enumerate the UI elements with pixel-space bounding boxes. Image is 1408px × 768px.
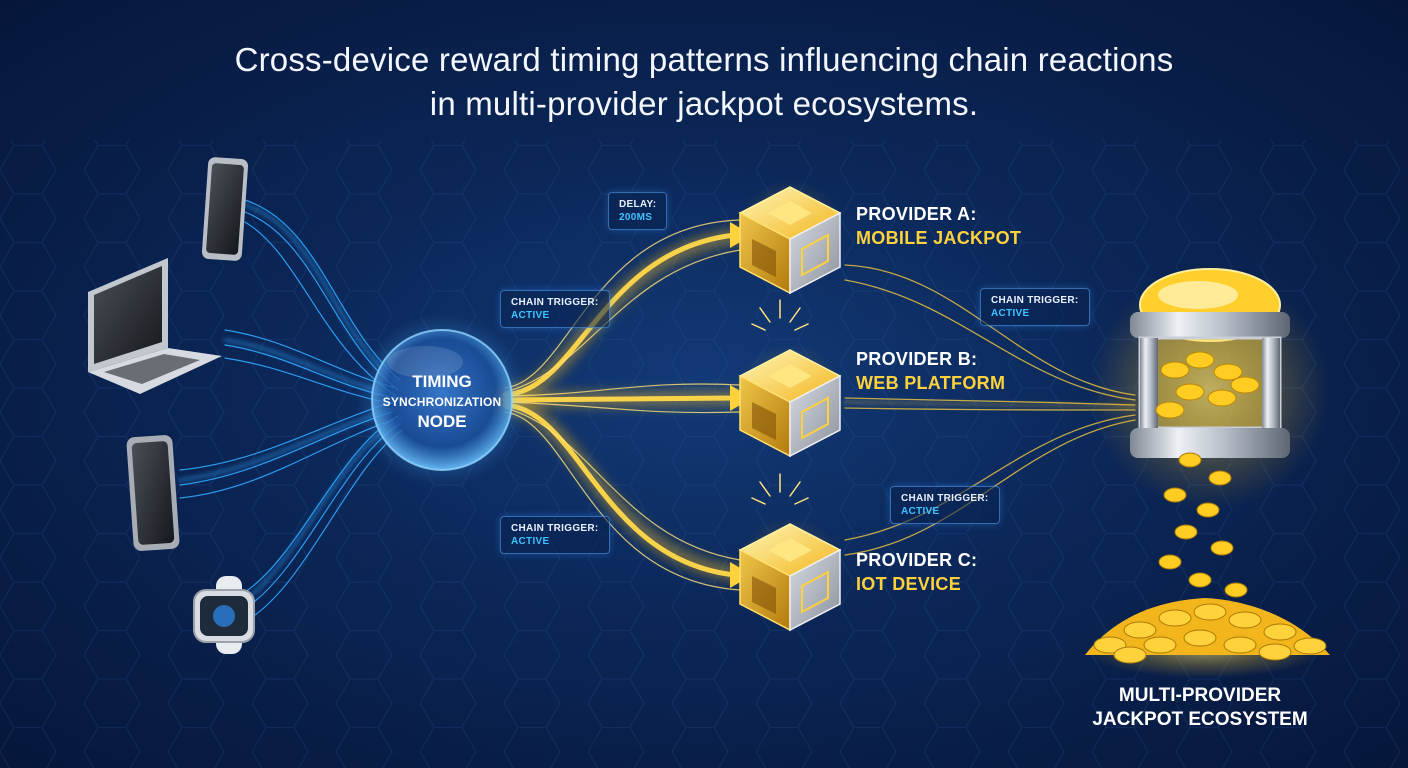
provider-b-label: PROVIDER B: WEB PLATFORM bbox=[856, 347, 1005, 395]
chain-trigger-badge-right-top: CHAIN TRIGGER: ACTIVE bbox=[980, 288, 1090, 326]
chain-trigger-label: CHAIN TRIGGER: bbox=[511, 523, 599, 534]
falling-coins bbox=[1158, 452, 1248, 598]
smartwatch-icon bbox=[193, 576, 255, 654]
sync-node-line-1: TIMING bbox=[412, 372, 472, 391]
smartphone-icon bbox=[126, 435, 180, 551]
smartphone-icon bbox=[201, 157, 249, 261]
laptop-icon bbox=[88, 258, 222, 394]
provider-b-name: PROVIDER B: bbox=[856, 349, 978, 369]
ecosystem-line-1: MULTI-PROVIDER bbox=[1118, 685, 1282, 706]
delay-badge-value: 200MS bbox=[619, 212, 653, 223]
sparkle-burst bbox=[751, 299, 809, 505]
chain-trigger-value: ACTIVE bbox=[511, 536, 550, 547]
title-line-2: in multi-provider jackpot ecosystems. bbox=[429, 85, 979, 122]
ecosystem-line-2: JACKPOT ECOSYSTEM bbox=[1092, 709, 1308, 730]
timing-sync-node bbox=[364, 322, 520, 478]
sync-node-line-3: NODE bbox=[417, 412, 467, 431]
chain-trigger-value: ACTIVE bbox=[991, 308, 1030, 319]
chain-trigger-label: CHAIN TRIGGER: bbox=[991, 295, 1079, 306]
coin-pile bbox=[1085, 598, 1330, 678]
chain-trigger-value: ACTIVE bbox=[901, 506, 940, 517]
provider-c-label: PROVIDER C: IOT DEVICE bbox=[856, 548, 977, 596]
chain-trigger-label: CHAIN TRIGGER: bbox=[901, 493, 989, 504]
chain-trigger-badge-lower: CHAIN TRIGGER: ACTIVE bbox=[500, 516, 610, 554]
provider-a-label: PROVIDER A: MOBILE JACKPOT bbox=[856, 202, 1021, 250]
provider-b-type: WEB PLATFORM bbox=[856, 373, 1006, 393]
chain-trigger-value: ACTIVE bbox=[511, 310, 550, 321]
page-title: Cross-device reward timing patterns infl… bbox=[0, 38, 1408, 126]
chain-trigger-badge-upper: CHAIN TRIGGER: ACTIVE bbox=[500, 290, 610, 328]
jackpot-canister-icon bbox=[1090, 268, 1330, 510]
provider-c-type: IOT DEVICE bbox=[856, 574, 962, 594]
ecosystem-label: MULTI-PROVIDER JACKPOT ECOSYSTEM bbox=[1080, 684, 1320, 732]
chain-trigger-label: CHAIN TRIGGER: bbox=[511, 297, 599, 308]
sync-node-label: TIMING SYNCHRONIZATION NODE bbox=[362, 372, 522, 432]
provider-cube-c bbox=[735, 517, 845, 632]
delay-badge-label: DELAY: bbox=[619, 199, 657, 210]
provider-a-name: PROVIDER A: bbox=[856, 204, 977, 224]
delay-badge: DELAY: 200MS bbox=[608, 192, 668, 230]
provider-c-name: PROVIDER C: bbox=[856, 550, 978, 570]
chain-trigger-badge-right-bottom: CHAIN TRIGGER: ACTIVE bbox=[890, 486, 1000, 524]
title-line-1: Cross-device reward timing patterns infl… bbox=[234, 41, 1174, 78]
provider-cube-a bbox=[735, 180, 845, 295]
sync-node-line-2: SYNCHRONIZATION bbox=[382, 395, 502, 409]
provider-a-type: MOBILE JACKPOT bbox=[856, 228, 1022, 248]
provider-cube-b bbox=[735, 343, 845, 458]
